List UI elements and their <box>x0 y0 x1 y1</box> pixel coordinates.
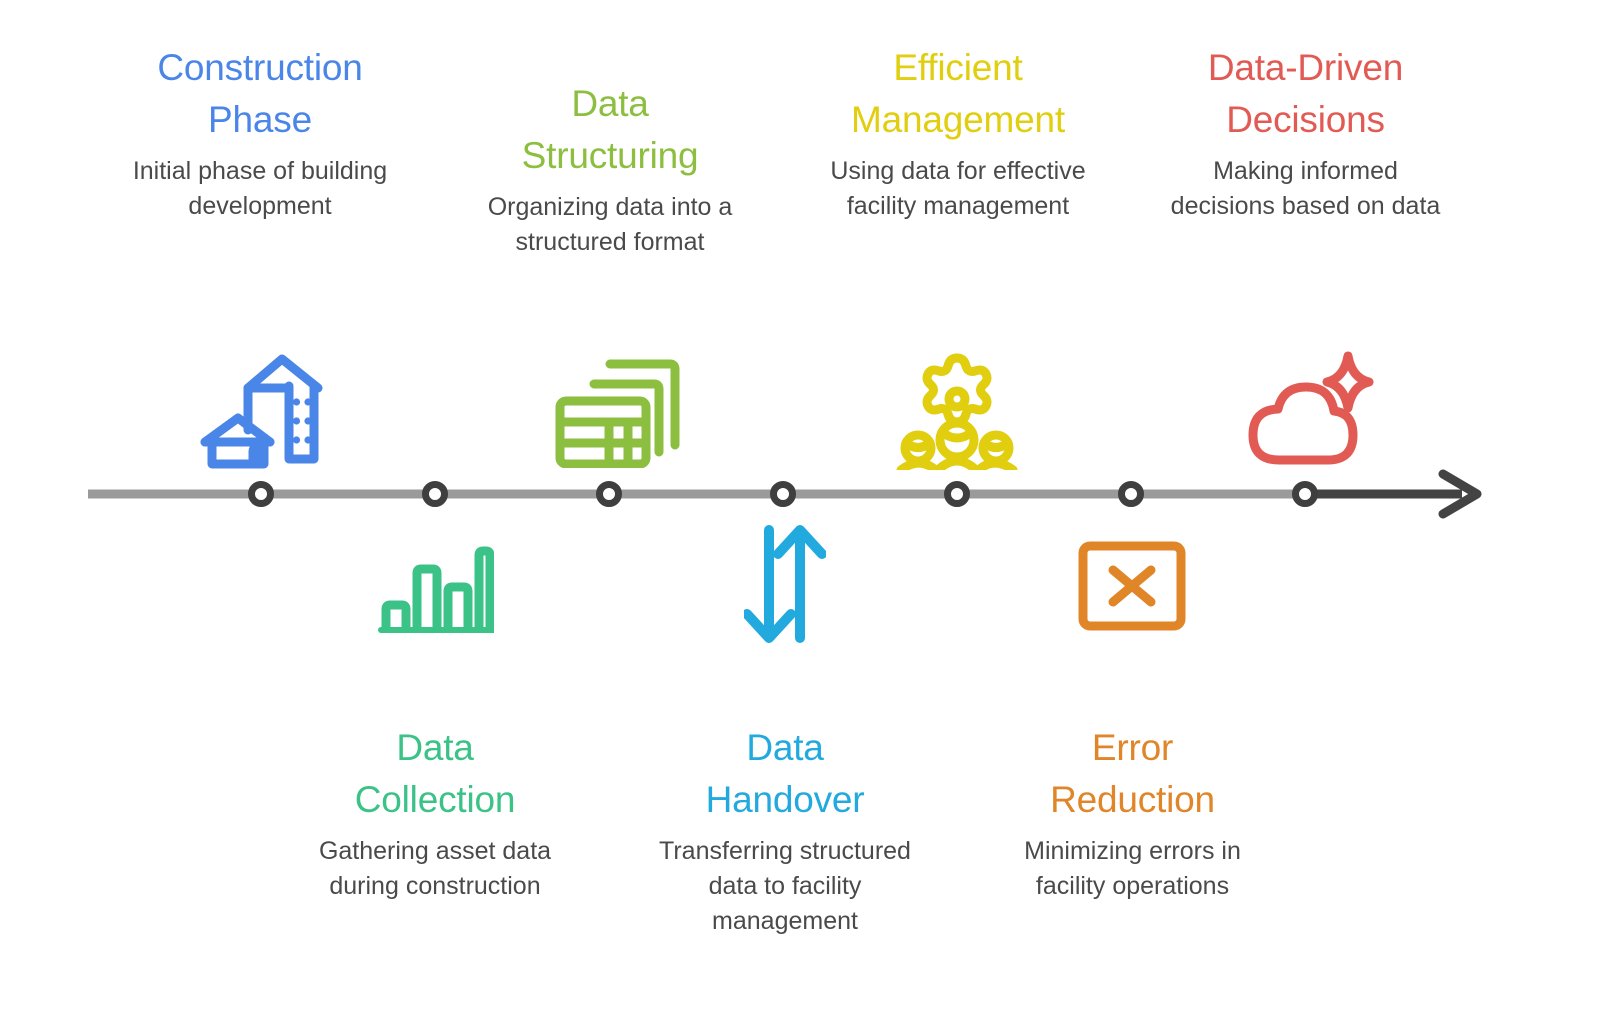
title-line-1: Data-Driven <box>1207 47 1404 88</box>
cloud-sparkle-icon <box>1248 351 1374 465</box>
title-line-1: Data <box>396 727 474 768</box>
spreadsheet-stack-icon <box>555 359 680 468</box>
step-block-error-reduction: Error Reduction Minimizing errors in fac… <box>990 722 1275 904</box>
step-block-data-driven-decisions: Data-Driven Decisions Making informed de… <box>1163 42 1448 224</box>
title-line-1: Construction <box>157 47 363 88</box>
x-box-icon <box>1078 541 1186 631</box>
timeline-node-2 <box>422 481 448 507</box>
step-block-data-structuring: Data Structuring Organizing data into a … <box>470 78 750 260</box>
title-line-2: Collection <box>354 779 516 820</box>
step-title-data-driven-decisions: Data-Driven Decisions <box>1163 42 1448 146</box>
title-line-1: Data <box>746 727 824 768</box>
timeline-nodes <box>248 481 1318 507</box>
timeline-node-1 <box>248 481 274 507</box>
step-description-data-collection: Gathering asset data during construction <box>318 837 552 900</box>
timeline-node-4 <box>770 481 796 507</box>
title-line-2: Decisions <box>1226 99 1385 140</box>
bar-chart-icon <box>378 546 494 633</box>
title-line-1: Data <box>571 83 649 124</box>
timeline-node-5 <box>944 481 970 507</box>
title-line-2: Management <box>851 99 1065 140</box>
title-line-2: Structuring <box>521 135 699 176</box>
timeline-node-6 <box>1118 481 1144 507</box>
title-line-1: Efficient <box>893 47 1023 88</box>
title-line-2: Phase <box>208 99 312 140</box>
transfer-arrows-icon <box>744 525 826 643</box>
step-description-data-driven-decisions: Making informed decisions based on data <box>1170 157 1441 220</box>
step-description-data-structuring: Organizing data into a structured format <box>487 193 733 256</box>
title-line-2: Handover <box>705 779 865 820</box>
step-title-efficient-management: Efficient Management <box>818 42 1098 146</box>
step-block-efficient-management: Efficient Management Using data for effe… <box>818 42 1098 224</box>
step-description-construction-phase: Initial phase of building development <box>132 157 388 220</box>
step-description-data-handover: Transferring structured data to facility… <box>659 837 911 935</box>
title-line-1: Error <box>1091 727 1174 768</box>
title-line-2: Reduction <box>1050 779 1215 820</box>
step-title-data-handover: Data Handover <box>640 722 930 826</box>
step-title-construction-phase: Construction Phase <box>120 42 400 146</box>
step-title-error-reduction: Error Reduction <box>990 722 1275 826</box>
axis-arrowhead <box>1438 469 1482 519</box>
step-block-construction-phase: Construction Phase Initial phase of buil… <box>120 42 400 224</box>
step-description-efficient-management: Using data for effective facility manage… <box>830 157 1086 220</box>
gear-team-icon <box>896 353 1018 470</box>
step-title-data-structuring: Data Structuring <box>470 78 750 182</box>
timeline-node-3 <box>596 481 622 507</box>
step-title-data-collection: Data Collection <box>295 722 575 826</box>
timeline-node-7 <box>1292 481 1318 507</box>
step-block-data-handover: Data Handover Transferring structured da… <box>640 722 930 939</box>
step-block-data-collection: Data Collection Gathering asset data dur… <box>295 722 575 904</box>
building-icon <box>200 354 323 469</box>
step-description-error-reduction: Minimizing errors in facility operations <box>1024 837 1241 900</box>
